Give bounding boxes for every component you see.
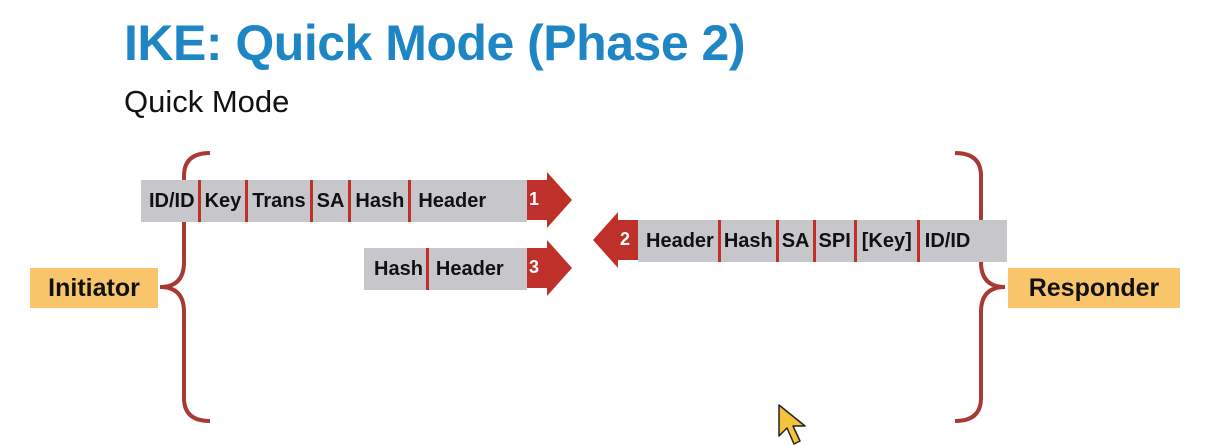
message-2-field: ID/ID <box>924 229 971 252</box>
message-1-field: Key <box>204 189 242 212</box>
field-separator <box>775 220 779 262</box>
field-separator <box>309 180 313 222</box>
field-separator <box>348 180 352 222</box>
message-2-field: Header <box>646 229 714 252</box>
message-3-field: Hash <box>374 257 423 280</box>
initiator-brace <box>159 151 211 423</box>
message-2-number: 2 <box>619 229 630 249</box>
message-2-field: SPI <box>818 229 851 252</box>
message-3-field: Header <box>435 257 504 280</box>
message-2-field: Hash <box>723 229 773 252</box>
field-separator <box>853 220 857 262</box>
message-1-field: Header <box>418 189 487 212</box>
field-separator <box>425 248 429 290</box>
message-1-arrow <box>525 172 572 228</box>
message-1-number: 1 <box>528 189 539 209</box>
message-1-field: ID/ID <box>149 189 195 212</box>
field-separator <box>197 180 201 222</box>
responder-label: Responder <box>1008 268 1180 308</box>
initiator-label: Initiator <box>30 268 158 308</box>
message-3-arrow <box>525 240 572 296</box>
message-3-number: 3 <box>528 257 539 277</box>
responder-brace <box>954 151 1006 423</box>
mouse-cursor-icon <box>778 404 806 445</box>
message-3-bar: Hash Header <box>364 248 527 290</box>
field-separator <box>717 220 721 262</box>
message-2-bar: Header Hash SA SPI [Key] ID/ID <box>638 220 1007 262</box>
slide-subtitle: Quick Mode <box>124 84 290 119</box>
message-2-field: [Key] <box>861 229 912 252</box>
message-1-field: SA <box>316 189 345 212</box>
field-separator <box>245 180 249 222</box>
field-separator <box>916 220 920 262</box>
message-1-bar: ID/ID Key Trans SA Hash Header <box>141 180 527 222</box>
message-1-field: Trans <box>252 189 306 212</box>
message-2-field: SA <box>781 229 810 252</box>
slide-title: IKE: Quick Mode (Phase 2) <box>124 15 745 71</box>
message-2-arrow <box>593 212 640 268</box>
message-1-field: Hash <box>355 189 405 212</box>
field-separator <box>812 220 816 262</box>
field-separator <box>408 180 412 222</box>
